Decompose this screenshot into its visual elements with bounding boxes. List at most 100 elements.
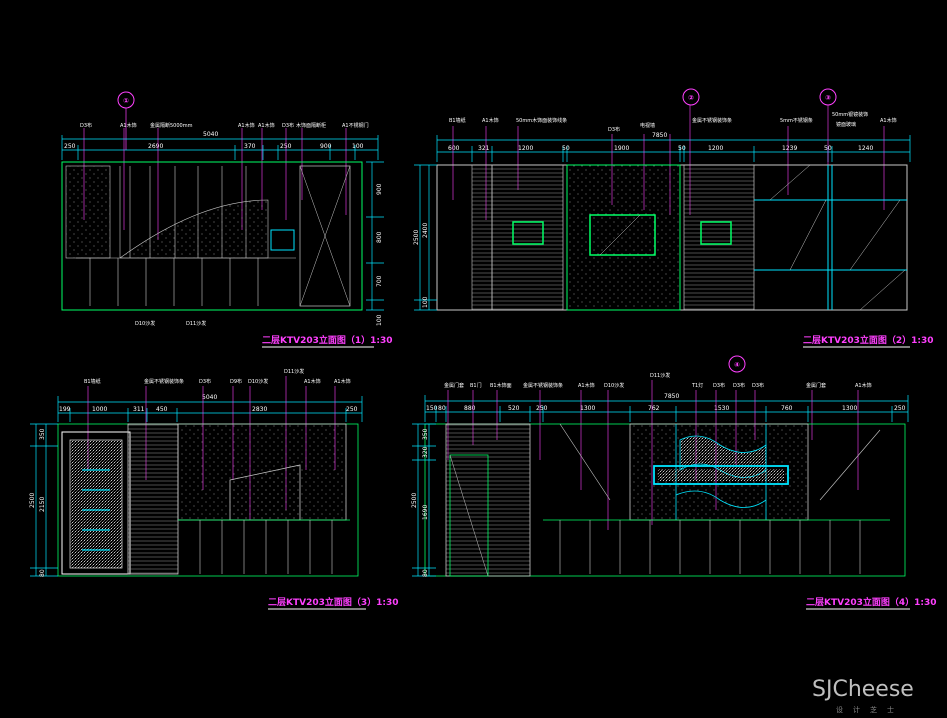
material-label: 50mm银镜装饰 <box>832 111 868 118</box>
dim-seg: 321 <box>478 145 490 152</box>
section-tag-2-text: ② <box>688 94 694 102</box>
dim-seg: 1900 <box>614 145 629 152</box>
material-label: T1灯 <box>691 382 703 389</box>
height-dim: 80 <box>422 569 429 577</box>
dim-seg: 1200 <box>518 145 533 152</box>
material-label: D11沙发 <box>650 372 670 379</box>
dim-seg: 199 <box>59 406 71 413</box>
material-label: 5mm不锈钢条 <box>780 117 813 124</box>
dim-seg: 311 <box>133 406 145 413</box>
dim-seg: 900 <box>320 143 332 150</box>
material-label: 镜面玻璃 <box>836 121 856 128</box>
height-dim: 2150 <box>39 497 46 512</box>
material-label: B1墙纸 <box>449 117 466 124</box>
material-label: B1木饰面 <box>490 382 512 389</box>
elevation-2: ② ③ 7850 600 321 1200 50 1900 50 1200 12… <box>413 88 934 348</box>
view-title-1: 二层KTV203立面图（1）1:30 <box>262 334 393 346</box>
watermark-brand: SJCheese <box>812 677 914 702</box>
dim-seg: 150 <box>426 405 438 412</box>
material-label: D3布 <box>80 122 92 129</box>
dim-seg: 762 <box>648 405 660 412</box>
elevation-3: 5040 199 1000 311 450 2830 250 B1墙纸 金属不锈… <box>29 368 399 610</box>
height-dim: 900 <box>376 183 383 195</box>
material-label: A1木饰 <box>120 122 137 129</box>
view-title-4: 二层KTV203立面图（4）1:30 <box>806 596 937 608</box>
material-label: A1木饰 <box>855 382 872 389</box>
light-box <box>653 465 789 485</box>
dim-seg: 250 <box>894 405 906 412</box>
height-dim: 2500 <box>29 493 36 508</box>
height-dim: 100 <box>376 314 383 326</box>
material-label: 金属门套 <box>806 382 826 389</box>
material-label: A1木饰 <box>304 378 321 385</box>
material-label: 50mm木饰面装饰线条 <box>516 117 567 124</box>
height-dim: 350 <box>422 428 429 440</box>
height-dim: 700 <box>376 275 383 287</box>
total-dimension: 7850 <box>652 132 667 139</box>
dim-seg: 1240 <box>858 145 873 152</box>
view-title-2: 二层KTV203立面图（2）1:30 <box>803 334 934 346</box>
material-label: B1门 <box>470 382 482 389</box>
material-label: 金属不锈钢装饰条 <box>692 117 732 124</box>
bottom-note: D11沙发 <box>186 320 206 327</box>
dim-seg: 520 <box>508 405 520 412</box>
material-label: D11沙发 <box>284 368 304 375</box>
material-label: A1不锈钢门 <box>342 122 369 129</box>
total-dimension: 7850 <box>664 393 679 400</box>
dim-seg: 100 <box>352 143 364 150</box>
total-dimension: 5040 <box>202 394 217 401</box>
height-dim: 2500 <box>413 230 420 245</box>
dim-seg: 1530 <box>714 405 729 412</box>
dim-seg: 1000 <box>92 406 107 413</box>
wall-outline-1 <box>61 161 363 311</box>
material-label: D3布 <box>713 382 725 389</box>
dim-seg: 2690 <box>148 143 163 150</box>
material-label: D10沙发 <box>248 378 268 385</box>
height-dim: 350 <box>39 428 46 440</box>
dim-seg: 450 <box>156 406 168 413</box>
dim-seg: 1300 <box>580 405 595 412</box>
section-tag-2 <box>682 88 700 106</box>
height-dim: 1690 <box>422 505 429 520</box>
dim-seg: 250 <box>536 405 548 412</box>
material-label: 电视墙 <box>640 122 655 129</box>
dim-seg: 250 <box>64 143 76 150</box>
material-label: 金属门套 <box>444 382 464 389</box>
elevation-4: ④ 7850 150 80 880 520 250 1300 762 1530 … <box>411 355 937 610</box>
material-label: A1木饰 <box>578 382 595 389</box>
watermark-logo: SJCheese 设计芝士 <box>812 677 914 714</box>
height-dim: 100 <box>422 296 429 308</box>
height-dim: 2400 <box>422 223 429 238</box>
dim-seg: 250 <box>346 406 358 413</box>
material-label: A1木饰 <box>334 378 351 385</box>
material-label: D3布 <box>733 382 745 389</box>
material-label: D3布 <box>608 126 620 133</box>
total-dimension: 5040 <box>203 131 218 138</box>
dim-seg: 600 <box>448 145 460 152</box>
height-dim: 2500 <box>411 493 418 508</box>
bottom-note: D10沙发 <box>135 320 155 327</box>
height-dim: 320 <box>422 446 429 458</box>
dim-seg: 50 <box>562 145 570 152</box>
dimension-chain-1 <box>61 135 379 160</box>
material-label: A1木饰 <box>482 117 499 124</box>
material-label: 金属隔断5000mm <box>150 122 193 129</box>
material-label: 木饰面隔断柜 <box>296 122 326 129</box>
material-label: D3布 <box>282 122 294 129</box>
height-dim: 800 <box>376 231 383 243</box>
dim-seg: 50 <box>678 145 686 152</box>
material-label: 金属不锈钢装饰条 <box>523 382 563 389</box>
section-tag-3-text: ③ <box>825 94 831 102</box>
material-label: A1木饰 <box>238 122 255 129</box>
elevation-1: ① 5040 250 2690 370 250 900 100 D3布 A1木饰… <box>61 91 393 348</box>
dim-seg: 760 <box>781 405 793 412</box>
material-label: D3布 <box>752 382 764 389</box>
watermark-sub: 设计芝士 <box>836 705 904 714</box>
section-tag-1-text: ① <box>123 97 129 105</box>
material-label: D10沙发 <box>604 382 624 389</box>
dim-seg: 880 <box>464 405 476 412</box>
section-tag-4-text: ④ <box>734 361 740 369</box>
material-label: 金属不锈钢装饰条 <box>144 378 184 385</box>
dim-seg: 1200 <box>708 145 723 152</box>
